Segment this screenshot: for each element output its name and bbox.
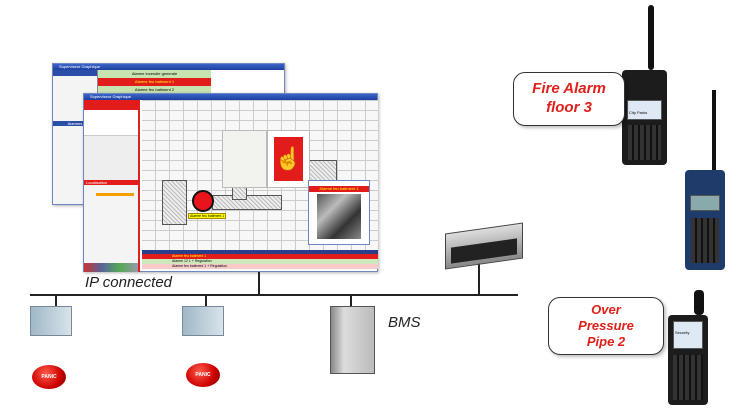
bubble-line: Pressure [578,318,634,333]
alarm-marker[interactable] [192,190,214,212]
bus-link-plc [55,294,57,306]
bus-link-plc [205,294,207,306]
alarm-item[interactable]: Alarme feu batiment 2 [98,86,211,94]
window-title: Superviseur Graphique [53,64,284,70]
window-title: Superviseur Graphique [84,94,377,100]
speech-bubble-fire-alarm: Fire Alarm floor 3 [513,72,625,126]
network-bus [30,294,518,296]
camera-image [317,194,361,239]
antenna [648,5,654,70]
bubble-line: Pipe 2 [586,334,626,349]
alarmes-header: Alarmes [53,121,97,126]
antenna [694,290,704,315]
localisation-header: Localisation [84,180,138,185]
panic-button[interactable]: PANIC [186,363,220,387]
site-map[interactable]: ☝ Alarme feu batiment 1 Alarme feu batim… [142,100,378,250]
radio-screen: City Parks [627,100,662,120]
ip-connected-label: IP connected [85,274,173,291]
panic-button[interactable]: PANIC [32,365,66,389]
two-way-radio [685,90,725,270]
bms-label: BMS [388,314,421,331]
alarm-item[interactable]: Alarme feu batiment 1 [98,78,211,86]
bubble-line: floor 3 [546,99,592,116]
taskbar-icons[interactable] [84,263,138,272]
radio-screen: Security [673,321,703,349]
radio-screen [690,195,720,211]
alarm-item[interactable]: Alarme incendie generale [98,70,211,78]
table-row[interactable]: Alarme feu batiment 1 + Regulation [142,264,378,269]
camera-popup-title: Alarme feu batiment 1 [309,186,369,192]
bus-link-gateway [478,262,480,295]
plc-module [30,306,72,336]
supervisor-sidebar: Localisation [84,100,140,272]
supervisor-window: Superviseur Graphique Localisation ☝ Ala… [83,93,378,272]
bms-cabinet [330,306,375,374]
bus-link-supervisor [258,272,260,295]
bus-link-bms [350,294,352,306]
two-way-radio: City Parks [622,5,667,165]
two-way-radio: Security [668,290,708,405]
bubble-line: Fire Alarm [532,80,606,97]
bubble-line: Over [591,302,621,317]
radio-gateway [445,222,523,270]
plc-module [182,306,224,336]
camera-popup: Alarme feu batiment 1 [308,180,370,245]
fire-alarm-sign-icon: ☝ [267,130,310,188]
alarm-marker-label: Alarme feu batiment 1 [188,213,227,219]
table-row[interactable]: Alarme feu batiment 1 [142,254,378,259]
event-table: Alarme feu batiment 1 Alarme 12 1 + Regu… [142,250,378,272]
popup-info [222,130,267,188]
speech-bubble-over-pressure: Over Pressure Pipe 2 [548,297,664,355]
antenna [712,90,716,170]
table-row[interactable]: Alarme 12 1 + Regulation [142,259,378,264]
